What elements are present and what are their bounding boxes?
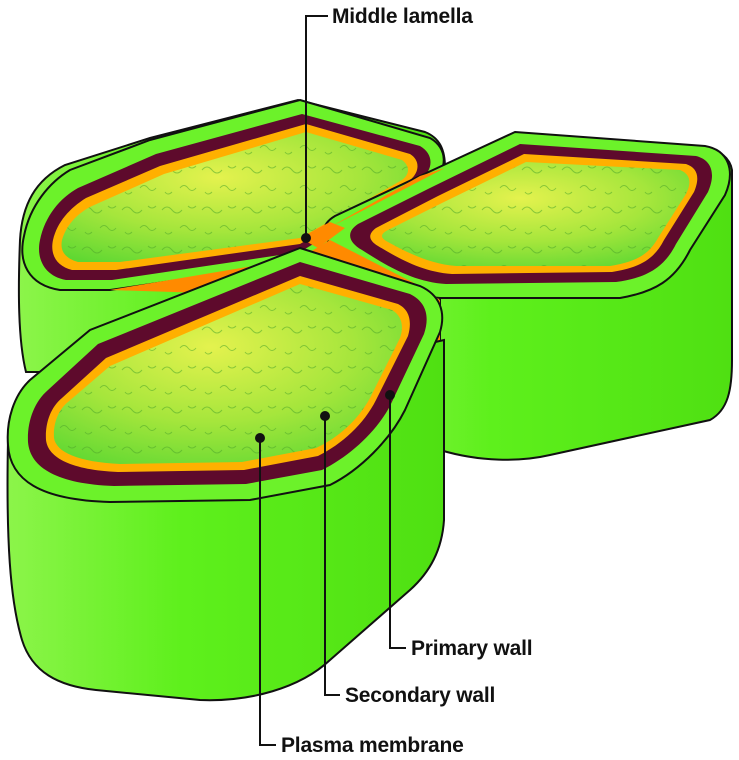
label-middle-lamella: Middle lamella [332, 5, 473, 28]
right-cell [323, 130, 733, 461]
label-secondary-wall: Secondary wall [345, 684, 495, 707]
back-left-cell [17, 98, 447, 373]
leader-plasma-membrane [259, 438, 276, 746]
label-primary-wall: Primary wall [411, 637, 532, 660]
dot-primary-wall [385, 390, 395, 400]
dot-secondary-wall [320, 411, 330, 421]
label-plasma-membrane: Plasma membrane [281, 734, 464, 757]
leader-middle-lamella [305, 15, 328, 238]
leader-lines [259, 15, 406, 746]
leader-secondary-wall [324, 416, 340, 696]
leader-primary-wall [389, 395, 406, 649]
dot-plasma-membrane [255, 433, 265, 443]
leader-dots [255, 233, 395, 443]
front-cell [6, 246, 445, 702]
dot-middle-lamella [301, 233, 311, 243]
